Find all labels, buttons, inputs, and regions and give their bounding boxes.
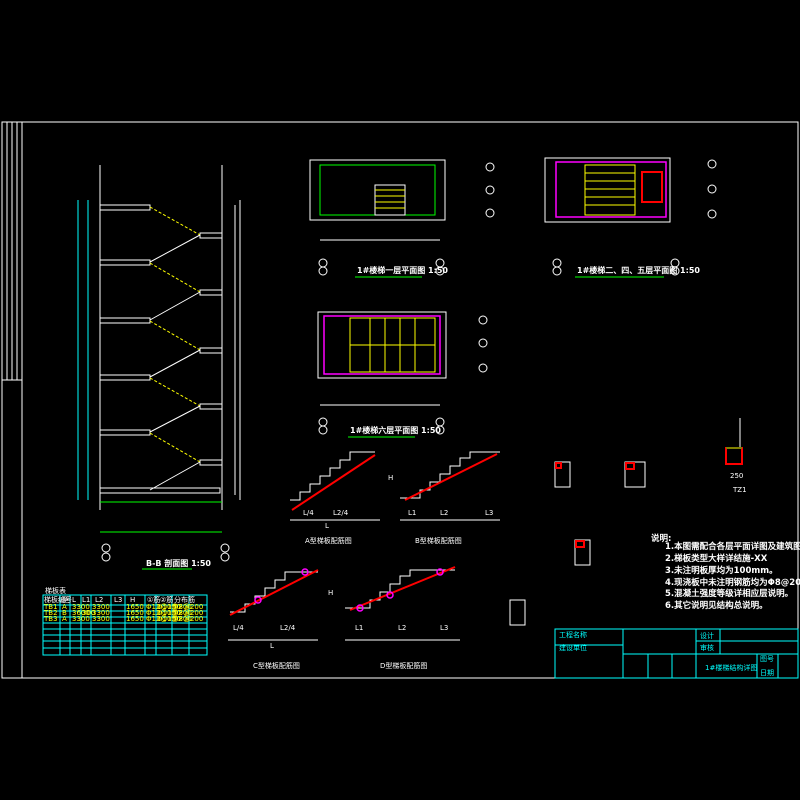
drawing-text: 设计: [700, 631, 714, 640]
stair-detail-a: L/4 L2/4 L A型梯板配筋图: [290, 451, 380, 545]
table-title: 梯板表: [45, 586, 66, 595]
drawing-text: 3300: [72, 615, 90, 623]
drawing-text: 日期: [760, 669, 774, 677]
drawing-text: 审核: [700, 643, 714, 652]
drawing-text: 梯板编号: [44, 595, 72, 604]
drawing-text: 3600: [72, 609, 90, 617]
stair-flights: [149, 206, 201, 491]
drawing-text: Φ10@200: [157, 609, 192, 617]
drawing-text: L1: [355, 624, 363, 632]
drawing-text: Φ8@200: [173, 603, 203, 611]
general-notes: 说明: 1.本图需配合各层平面详图及建筑图施工。 2.梯板类型大样详结施-XX …: [651, 533, 800, 611]
drawing-text: Φ12@150: [146, 603, 181, 611]
drawing-text: A型梯板配筋图: [305, 536, 352, 545]
drawing-text: L: [270, 642, 274, 650]
plan-level-6: 1#楼梯六层平面图 1:50: [317, 311, 488, 438]
drawing-text: L1: [82, 596, 90, 604]
drawing-text: C型梯板配筋图: [253, 661, 300, 670]
column-label: TZ1: [732, 486, 747, 494]
drawing-text: L2: [440, 509, 448, 517]
drawing-text: 建设单位: [559, 643, 587, 652]
stair-detail-d: H L1 L2 L3 D型梯板配筋图: [328, 566, 460, 670]
drawing-text: 300: [82, 609, 95, 617]
drawing-text: Φ8@200: [173, 615, 203, 623]
title-block: 工程名称 建设单位 设计 审核 1#楼梯结构详图 图号 日期: [554, 628, 799, 679]
notes-title: 说明:: [651, 533, 671, 544]
stair-detail-b: H L1 L2 L3 B型梯板配筋图: [388, 451, 500, 545]
drawing-text: 1650: [126, 615, 144, 623]
drawing-text: A: [62, 615, 67, 623]
drawing-text: 1650: [126, 609, 144, 617]
column-dim: 250: [730, 472, 743, 480]
drawing-name: 1#楼梯结构详图: [705, 663, 757, 672]
section-bb-title: B-B 剖面图 1:50: [146, 558, 211, 568]
drawing-text: TB3: [43, 615, 58, 623]
stair-detail-c: L/4 L2/4 L C型梯板配筋图: [228, 568, 319, 670]
section-details: [509, 461, 646, 626]
drawing-text: L2: [398, 624, 406, 632]
drawing-text: L1: [408, 509, 416, 517]
drawing-text: Φ8@200: [173, 609, 203, 617]
note-item: 4.现浇板中未注明钢筋均为Φ8@200。: [665, 577, 800, 588]
drawing-text: 分布筋: [174, 595, 195, 604]
note-item: 1.本图需配合各层平面详图及建筑图施工。: [665, 541, 800, 552]
drawing-text: Φ10@200: [157, 603, 192, 611]
drawing-text: L/4: [233, 624, 244, 632]
drawing-text: Φ12@150: [146, 609, 181, 617]
drawing-text: L3: [440, 624, 448, 632]
drawing-frame: [1, 121, 799, 679]
drawing-text: L2/4: [280, 624, 296, 632]
drawing-text: L/4: [303, 509, 314, 517]
drawing-text: 3300: [92, 615, 110, 623]
drawing-text: TB1: [43, 603, 58, 611]
drawing-text: H: [388, 474, 393, 482]
drawing-text: ①筋: [147, 595, 160, 604]
note-item: 2.梯板类型大样详结施-XX: [665, 553, 768, 564]
plan-level-1: 1#楼梯一层平面图 1:50: [309, 159, 495, 278]
drawing-text: TB2: [43, 609, 58, 617]
drawing-text: L2: [95, 596, 103, 604]
drawing-text: 3300: [72, 603, 90, 611]
drawing-text: ②筋: [160, 595, 173, 604]
section-bb: B-B 剖面图 1:50: [77, 165, 241, 570]
drawing-text: L: [325, 522, 329, 530]
plan-level-2-4-5: 1#楼梯二、四、五层平面图 1:50: [544, 157, 717, 278]
drawing-text: L3: [485, 509, 493, 517]
column-tz1: 250 TZ1: [725, 418, 747, 494]
plan-2-title: 1#楼梯二、四、五层平面图 1:50: [577, 265, 700, 275]
note-item: 5.混凝土强度等级详相应层说明。: [665, 588, 793, 599]
drawing-text: A: [62, 603, 67, 611]
drawing-text: 3300: [92, 609, 110, 617]
drawing-text: H: [328, 589, 333, 597]
drawing-text: 3300: [92, 603, 110, 611]
drawing-text: L2/4: [333, 509, 349, 517]
drawing-text: 工程名称: [559, 630, 587, 639]
drawing-text: Φ10@200: [157, 615, 192, 623]
note-item: 3.未注明板厚均为100mm。: [665, 565, 778, 576]
drawing-text: L3: [114, 596, 122, 604]
note-item: 6.其它说明见结构总说明。: [665, 600, 768, 611]
drawing-text: L: [72, 596, 76, 604]
drawing-text: 1650: [126, 603, 144, 611]
drawing-text: D型梯板配筋图: [380, 661, 427, 670]
plan-1-title: 1#楼梯一层平面图 1:50: [357, 265, 448, 275]
drawing-text: H: [130, 596, 135, 604]
drawing-text: B: [62, 609, 67, 617]
plan-6-title: 1#楼梯六层平面图 1:50: [350, 425, 441, 435]
drawing-text: B型梯板配筋图: [415, 536, 462, 545]
drawing-text: Φ12@150: [146, 615, 181, 623]
drawing-text: 图号: [760, 655, 774, 663]
drawing-text: 型: [62, 595, 69, 604]
